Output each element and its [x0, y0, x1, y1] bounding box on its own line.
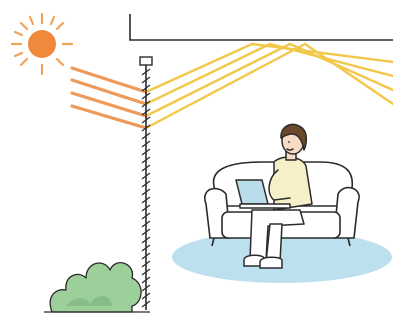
sun-icon: [10, 12, 74, 76]
wall-hatch-mark: [141, 252, 151, 260]
wall-hatch-mark: [141, 180, 151, 188]
wall-hatch-mark: [141, 276, 151, 284]
wall-hatch-mark: [141, 196, 151, 204]
person-on-sofa-icon: [243, 123, 313, 269]
wall-hatch-mark: [141, 244, 151, 252]
wall-hatch-mark: [141, 132, 151, 140]
ceiling-line: [129, 14, 393, 41]
shrub-icon: [44, 262, 150, 313]
wall-hatch-mark: [141, 124, 151, 132]
wall-hatch-mark: [141, 116, 151, 124]
wall-hatch-mark: [141, 228, 151, 236]
wall-hatch-mark: [141, 204, 151, 212]
laptop-icon: [235, 179, 291, 209]
wall-hatch-mark: [141, 84, 151, 92]
wall-hatch-mark: [141, 212, 151, 220]
wall-hatch-mark: [141, 220, 151, 228]
wall-hatch-mark: [141, 148, 151, 156]
wall-hatch-mark: [141, 164, 151, 172]
wall-hatch-mark: [141, 100, 151, 108]
wall-hatch-mark: [141, 300, 151, 308]
wall-hatch-mark: [141, 284, 151, 292]
wall-hatch-mark: [141, 260, 151, 268]
wall-hatch-mark: [141, 92, 151, 100]
wall-hatch-mark: [141, 236, 151, 244]
wall-hatch-mark: [141, 172, 151, 180]
wall-hatch-mark: [141, 68, 151, 76]
wall-hatch-mark: [141, 108, 151, 116]
wall-hatch-mark: [141, 76, 151, 84]
window-frame-icon: [139, 56, 153, 310]
heat-rays-icon: [70, 66, 148, 130]
wall-hatch-mark: [141, 140, 151, 148]
wall-hatch-mark: [141, 268, 151, 276]
rug: [172, 231, 392, 283]
wall-hatch-mark: [141, 156, 151, 164]
wall-hatch-mark: [141, 292, 151, 300]
light-beams-icon: [144, 42, 393, 130]
wall-hatch-mark: [141, 188, 151, 196]
